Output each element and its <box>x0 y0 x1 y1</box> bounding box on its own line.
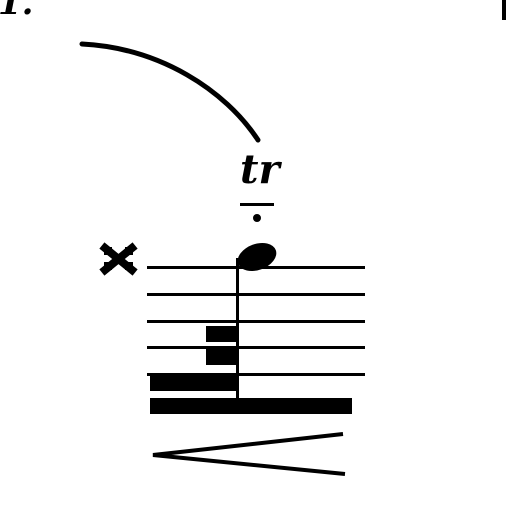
staff-line <box>147 373 365 376</box>
staff-line <box>147 320 365 323</box>
double-sharp-icon <box>99 242 138 276</box>
staff-lines <box>147 266 365 376</box>
slur-arc-icon <box>79 41 261 143</box>
staff-line <box>147 293 365 296</box>
trill-ornament-icon: tr <box>240 146 282 193</box>
staccato-dot <box>253 214 261 222</box>
ending-number-label: 1. <box>0 0 34 23</box>
note-head <box>237 242 277 272</box>
barline-fragment <box>502 0 506 20</box>
crescendo-hairpin-icon <box>152 432 346 476</box>
notation-block <box>206 349 238 365</box>
beam-long <box>150 398 352 414</box>
beam-short <box>150 374 239 391</box>
notation-block <box>206 326 238 342</box>
tenuto-mark <box>240 203 274 206</box>
staff-line <box>147 346 365 349</box>
